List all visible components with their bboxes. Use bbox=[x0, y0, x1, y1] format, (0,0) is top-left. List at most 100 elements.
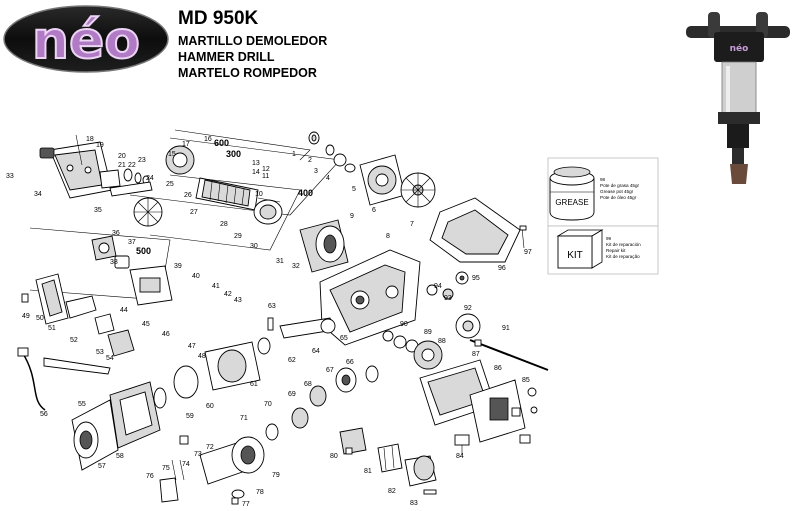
model-title: MD 950K bbox=[178, 8, 259, 29]
part-label: 88 bbox=[438, 338, 446, 345]
part-label: 80 bbox=[330, 453, 338, 460]
terminal-81 bbox=[377, 443, 403, 473]
part-label: 54 bbox=[106, 355, 114, 362]
part-label: 66 bbox=[346, 359, 354, 366]
part-label: 25 bbox=[166, 181, 174, 188]
part-label: 78 bbox=[256, 489, 264, 496]
group-label-300: 300 bbox=[226, 149, 241, 159]
part-label: 36 bbox=[112, 230, 120, 237]
part-label: 71 bbox=[240, 415, 248, 422]
part-label: 14 bbox=[252, 169, 260, 176]
part-label: 60 bbox=[206, 403, 214, 410]
part-label: 69 bbox=[288, 391, 296, 398]
group-outline-600 bbox=[174, 129, 311, 161]
part-label: 94 bbox=[434, 283, 442, 290]
part-label: 79 bbox=[272, 472, 280, 479]
fan-housing bbox=[359, 154, 406, 206]
handle-grip-51 bbox=[21, 273, 97, 325]
part-label: 49 bbox=[22, 313, 30, 320]
group-label-500: 500 bbox=[136, 246, 151, 256]
part-label: 65 bbox=[340, 335, 348, 342]
product-photo: néo bbox=[686, 12, 790, 184]
grease-number: 98 bbox=[600, 177, 606, 182]
kit-line-es: Kit de reparación bbox=[606, 242, 641, 247]
part-label: 83 bbox=[410, 500, 418, 507]
power-cable-56 bbox=[17, 347, 46, 411]
grease-line-en: Grease pot 45gr bbox=[600, 189, 634, 194]
title-portuguese: MARTELO ROMPEDOR bbox=[178, 66, 317, 80]
part-label: 76 bbox=[146, 473, 154, 480]
part-label: 93 bbox=[444, 295, 452, 302]
part-label: 39 bbox=[174, 263, 182, 270]
part-label: 7 bbox=[410, 221, 414, 228]
part-label: 55 bbox=[78, 401, 86, 408]
part-label: 37 bbox=[128, 239, 136, 246]
connecting-rod-64 bbox=[267, 317, 336, 339]
part-label: 18 bbox=[86, 136, 94, 143]
piston-assembly bbox=[265, 365, 379, 441]
part-label: 29 bbox=[234, 233, 242, 240]
part-label: 92 bbox=[464, 305, 472, 312]
part-label: 9 bbox=[350, 213, 354, 220]
neo-logo: néo bbox=[3, 5, 169, 73]
part-label: 42 bbox=[224, 291, 232, 298]
part-label: 48 bbox=[198, 353, 206, 360]
logo-text: néo bbox=[32, 11, 140, 71]
part-label: 87 bbox=[472, 351, 480, 358]
part-label: 97 bbox=[524, 249, 532, 256]
part-label: 63 bbox=[268, 303, 276, 310]
cover-96 bbox=[429, 197, 527, 263]
part-label: 52 bbox=[70, 337, 78, 344]
motor-housing-8 bbox=[319, 249, 421, 346]
part-label: 35 bbox=[94, 207, 102, 214]
part-label: 40 bbox=[192, 273, 200, 280]
part-label: 51 bbox=[48, 325, 56, 332]
part-label: 24 bbox=[146, 175, 154, 182]
part-label: 75 bbox=[162, 465, 170, 472]
gear-housing-57 bbox=[71, 399, 119, 471]
stator-9 bbox=[299, 219, 349, 273]
part-label: 30 bbox=[250, 243, 258, 250]
part-label: 62 bbox=[288, 357, 296, 364]
part-label: 90 bbox=[400, 321, 408, 328]
part-label: 27 bbox=[190, 209, 198, 216]
part-label: 23 bbox=[138, 157, 146, 164]
part-label: 73 bbox=[194, 451, 202, 458]
part-label: 45 bbox=[142, 321, 150, 328]
grease-box: GREASE 98 Pote de grasa 45gr Grease pot … bbox=[547, 157, 659, 227]
part-label: 86 bbox=[494, 365, 502, 372]
part-label: 22 bbox=[128, 162, 136, 169]
part-label: 91 bbox=[502, 325, 510, 332]
kit-line-pt: Kit de reparação bbox=[606, 254, 640, 259]
part-label: 19 bbox=[96, 142, 104, 149]
part-label: 4 bbox=[326, 175, 330, 182]
cylinder-assembly bbox=[153, 337, 271, 409]
part-label: 33 bbox=[6, 173, 14, 180]
part-label: 2 bbox=[308, 157, 312, 164]
photo-label: néo bbox=[730, 43, 749, 54]
handle-82 bbox=[404, 455, 437, 495]
part-label: 56 bbox=[40, 411, 48, 418]
armature-assembly bbox=[165, 145, 283, 225]
part-label: 12 bbox=[262, 166, 270, 173]
part-label: 13 bbox=[252, 160, 260, 167]
part-label: 1 bbox=[292, 151, 296, 158]
grease-line-pt: Pote de óleo 45gr bbox=[600, 195, 637, 200]
part-label: 5 bbox=[352, 186, 356, 193]
cord-clamp-53 bbox=[43, 313, 135, 375]
capacitor-84 bbox=[454, 434, 531, 455]
kit-number: 99 bbox=[606, 236, 612, 241]
part-label: 74 bbox=[182, 461, 190, 468]
kit-box: KIT 99 Kit de reparación Repair kit Kit … bbox=[547, 225, 659, 275]
part-label: 44 bbox=[120, 307, 128, 314]
group-outline-400 bbox=[149, 174, 301, 251]
part-label: 10 bbox=[255, 191, 263, 198]
part-label: 38 bbox=[110, 259, 118, 266]
kit-box-label: KIT bbox=[567, 250, 583, 261]
part-label: 31 bbox=[276, 258, 284, 265]
part-label: 68 bbox=[304, 381, 312, 388]
housing-58 bbox=[109, 381, 161, 449]
group-label-600: 600 bbox=[214, 138, 229, 148]
group-labels: 300 400 500 600 bbox=[136, 138, 313, 256]
